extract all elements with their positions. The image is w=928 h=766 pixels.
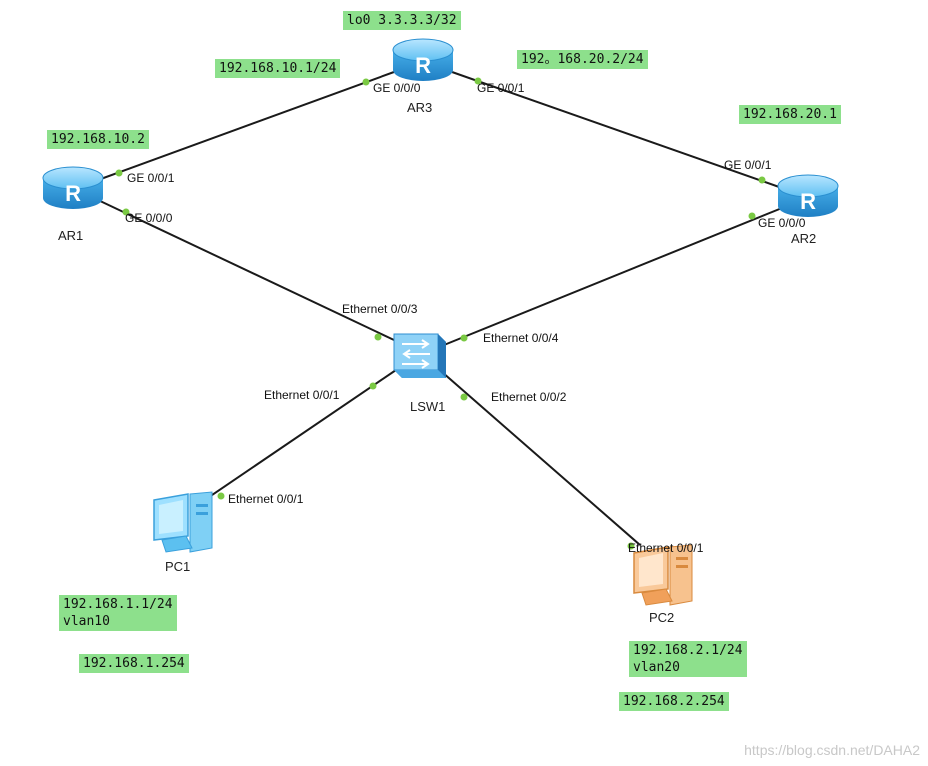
port-label-lsw1-e002: Ethernet 0/0/2: [491, 390, 567, 404]
router-icon: R: [392, 38, 454, 81]
link-lsw1-pc1[interactable]: [189, 369, 397, 511]
port-label-lsw1-e003: Ethernet 0/0/3: [342, 302, 418, 316]
link-ar2-lsw1[interactable]: [443, 207, 783, 346]
link-ar1-lsw1[interactable]: [97, 199, 395, 341]
link-lsw1-pc2[interactable]: [441, 371, 641, 546]
svg-text:R: R: [415, 53, 431, 78]
pc-icon: [633, 544, 693, 606]
device-label-ar1: AR1: [58, 228, 83, 243]
port-dot: [748, 212, 756, 220]
watermark: https://blog.csdn.net/DAHA2: [744, 742, 920, 758]
port-dot: [374, 333, 382, 341]
note-pc1-ip: 192.168.1.1/24 vlan10: [59, 595, 177, 631]
note-pc2-ip: 192.168.2.1/24 vlan20: [629, 641, 747, 677]
port-dot: [627, 542, 635, 550]
device-label-ar2: AR2: [791, 231, 816, 246]
port-label-lsw1-e004: Ethernet 0/0/4: [483, 331, 559, 345]
router-ar1[interactable]: R: [42, 166, 104, 209]
port-label-ar2-ge000: GE 0/0/0: [758, 216, 806, 230]
note-lo0: lo0 3.3.3.3/32: [343, 11, 461, 30]
note-pc1-gateway: 192.168.1.254: [79, 654, 189, 673]
device-label-pc2: PC2: [649, 610, 674, 625]
device-label-pc1: PC1: [165, 559, 190, 574]
port-dot: [460, 334, 468, 342]
note-pc2-gateway: 192.168.2.254: [619, 692, 729, 711]
port-dot: [217, 492, 225, 500]
port-dot: [115, 169, 123, 177]
port-label-ar1-ge001: GE 0/0/1: [127, 171, 175, 185]
port-dots: [115, 77, 766, 550]
svg-text:R: R: [800, 189, 816, 214]
pc-pc2[interactable]: [633, 544, 693, 606]
port-label-pc2-e001: Ethernet 0/0/1: [628, 541, 704, 555]
links: [97, 71, 783, 546]
router-icon: R: [777, 174, 839, 217]
pc-pc1[interactable]: [153, 491, 213, 553]
note-ar3-right-ip: 192。168.20.2/24: [517, 50, 648, 69]
port-label-ar2-ge001: GE 0/0/1: [724, 158, 772, 172]
port-dot: [362, 78, 370, 86]
note-ar2-ip: 192.168.20.1: [739, 105, 841, 124]
device-label-lsw1: LSW1: [410, 399, 445, 414]
port-dot: [460, 393, 468, 401]
pc-icon: [153, 491, 213, 553]
port-label-lsw1-e001: Ethernet 0/0/1: [264, 388, 340, 402]
router-ar3[interactable]: R: [392, 38, 454, 81]
device-label-ar3: AR3: [407, 100, 432, 115]
port-dot: [122, 208, 130, 216]
svg-text:R: R: [65, 181, 81, 206]
port-label-ar3-ge000: GE 0/0/0: [373, 81, 421, 95]
link-ar1-ar3[interactable]: [97, 71, 395, 181]
port-dot: [369, 382, 377, 390]
router-icon: R: [42, 166, 104, 209]
switch-icon: [393, 333, 446, 378]
router-ar2[interactable]: R: [777, 174, 839, 217]
link-ar3-ar2[interactable]: [451, 71, 783, 189]
port-label-ar3-ge001: GE 0/0/1: [477, 81, 525, 95]
port-dot: [758, 176, 766, 184]
switch-lsw1[interactable]: [393, 333, 446, 378]
port-dot: [474, 77, 482, 85]
note-ar3-left-ip: 192.168.10.1/24: [215, 59, 341, 78]
port-label-ar1-ge000: GE 0/0/0: [125, 211, 173, 225]
note-ar1-ip: 192.168.10.2: [47, 130, 149, 149]
port-label-pc1-e001: Ethernet 0/0/1: [228, 492, 304, 506]
